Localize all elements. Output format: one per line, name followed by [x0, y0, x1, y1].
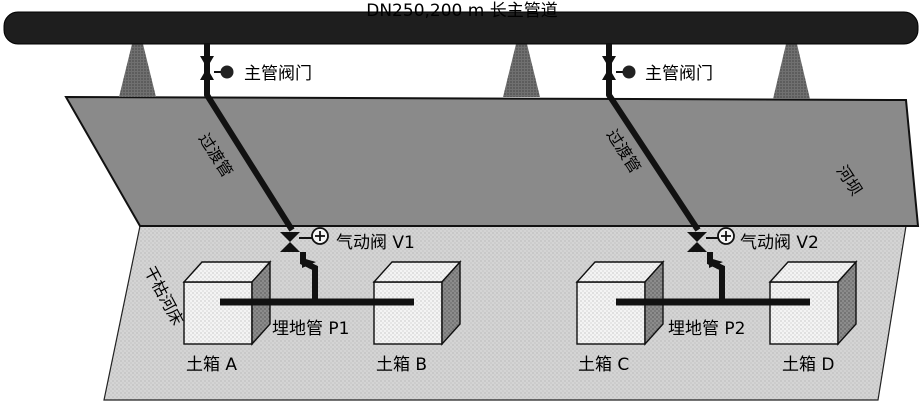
pipe-support-2 — [503, 44, 540, 97]
soil-box-d-label: 土箱 D — [782, 355, 835, 375]
pneumatic-valve-2-icon — [687, 227, 735, 300]
soil-box-b — [372, 260, 462, 346]
main-valve-1-label: 主管阀门 — [244, 64, 312, 84]
soil-box-a-label: 土箱 A — [186, 355, 237, 375]
buried-pipe-p1-label: 埋地管 P1 — [272, 319, 349, 339]
pipe-support-3 — [773, 44, 810, 99]
soil-box-d — [768, 260, 858, 346]
pneumatic-valve-2-label: 气动阀 V2 — [740, 233, 819, 253]
soil-box-c — [575, 260, 665, 346]
main-valve-2-icon — [602, 56, 636, 80]
pipe-support-1 — [119, 44, 156, 97]
main-pipeline — [3, 11, 919, 45]
pneumatic-valve-1-icon — [280, 227, 329, 300]
main-valve-2-label: 主管阀门 — [645, 64, 713, 84]
buried-pipe-p2-label: 埋地管 P2 — [668, 319, 745, 339]
soil-box-b-label: 土箱 B — [376, 355, 427, 375]
river-dam-slab — [64, 95, 920, 227]
soil-box-c-label: 土箱 C — [578, 355, 629, 375]
top-pipe-label: DN250,200 m 长主管道 — [366, 1, 557, 21]
soil-box-a — [182, 260, 272, 346]
pneumatic-valve-1-label: 气动阀 V1 — [336, 233, 415, 253]
main-valve-1-icon — [200, 56, 234, 80]
